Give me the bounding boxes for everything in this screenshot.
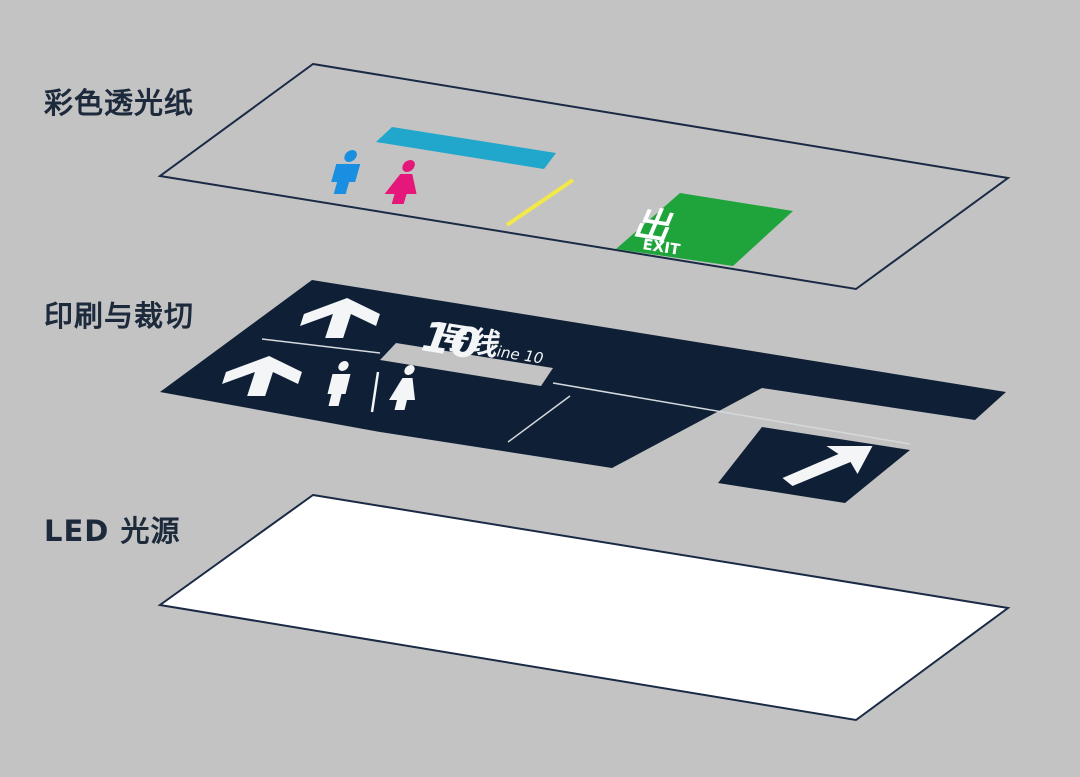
cyan-color-bar bbox=[376, 127, 556, 169]
color-film-panel: 出 EXIT bbox=[157, 62, 1011, 291]
layer-label-print-cut: 印刷与裁切 bbox=[44, 299, 195, 333]
restroom-divider bbox=[370, 371, 380, 413]
line-number-text: 10 bbox=[418, 311, 483, 369]
female-restroom-icon bbox=[389, 365, 416, 410]
layer-label-color-film: 彩色透光纸 bbox=[44, 86, 195, 120]
up-right-arrow-icon bbox=[782, 446, 873, 486]
led-source-panel bbox=[157, 493, 1011, 722]
exit-en-text: EXIT bbox=[641, 235, 682, 259]
cut-line-diagonal bbox=[507, 395, 571, 443]
male-color-icon bbox=[331, 150, 361, 194]
cut-line-horizontal-left bbox=[261, 338, 381, 354]
up-arrow-icon bbox=[300, 298, 380, 338]
yellow-color-line bbox=[505, 178, 575, 227]
exit-green-block bbox=[616, 193, 793, 266]
color-film-outline bbox=[157, 62, 1011, 291]
up-arrow-icon bbox=[222, 356, 302, 396]
female-color-icon bbox=[384, 160, 417, 204]
male-restroom-icon bbox=[327, 361, 351, 406]
print-light-window bbox=[380, 343, 553, 386]
print-main-shape bbox=[160, 280, 1006, 468]
layer-label-led-source: LED 光源 bbox=[44, 514, 181, 548]
print-cut-panel: 10 号线 Line 10 bbox=[160, 280, 1006, 503]
cut-line-horizontal-right bbox=[552, 382, 911, 445]
